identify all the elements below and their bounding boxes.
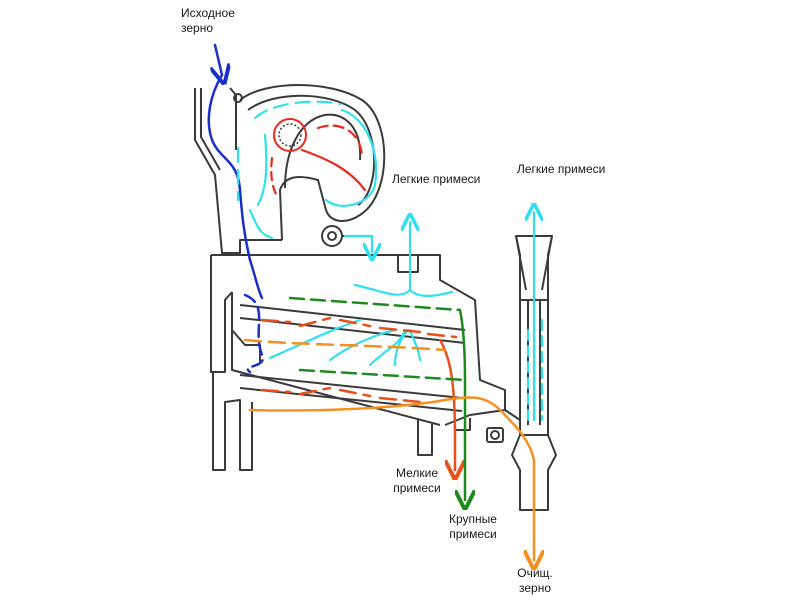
cleaned-grain-flow [243, 338, 534, 560]
label-input-grain: Исходное зерно [181, 6, 235, 35]
sieve-body [211, 254, 506, 426]
air-flow [236, 100, 544, 422]
aspiration-chamber [239, 84, 386, 241]
label-cleaned-grain: Очищ. зерно [517, 566, 553, 595]
upper-sieve [239, 304, 466, 344]
intake-hopper [194, 88, 282, 254]
fan-wheel [273, 118, 307, 152]
label-light-impurities-2: Легкие примеси [517, 162, 606, 176]
grain-flow [207, 43, 265, 374]
left-leg [212, 372, 253, 471]
fan-outlet [321, 225, 343, 247]
small-impurities-flow [260, 316, 456, 470]
label-small-impurities: Мелкие примеси [393, 466, 441, 495]
right-leg [417, 420, 433, 456]
fan-flow [270, 124, 367, 200]
motor [486, 427, 504, 443]
label-large-impurities: Крупные примеси [449, 512, 497, 541]
label-light-impurities-1: Легкие примеси [392, 172, 481, 186]
